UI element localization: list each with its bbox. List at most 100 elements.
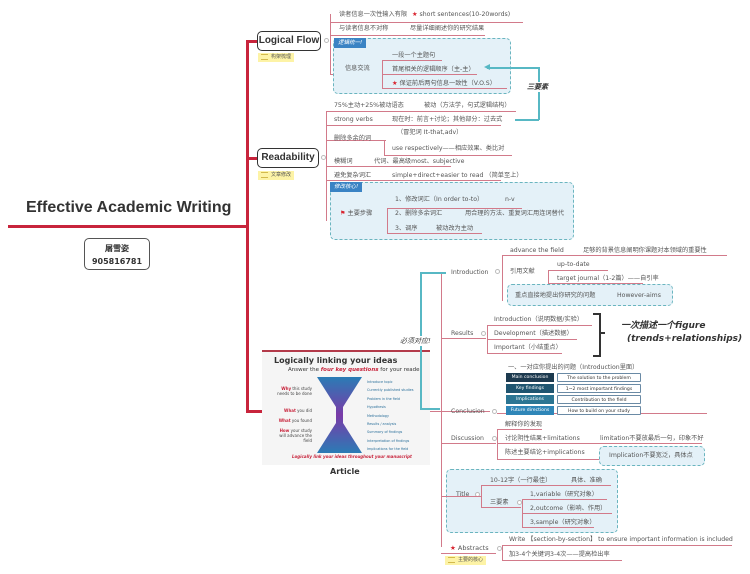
results-item[interactable]: Important（小结重点） [494,344,562,351]
intro-item[interactable]: 重点直接地提出你研究的问题 [515,292,596,299]
image-top-rule [262,350,430,352]
readability-node[interactable]: Readability [257,148,319,168]
readability-item[interactable]: 模糊词 [334,158,353,165]
title-element[interactable]: 2,outcome（影响、作用） [530,505,607,512]
conclusion-row-label[interactable]: Main conclusion [506,373,554,382]
discussion-item[interactable]: 陈述主要结论+implications [505,449,585,456]
results-annotation-1: 一次描述一个figure [621,321,706,331]
abstracts-label: Abstracts [457,544,489,552]
logical-flow-node[interactable]: Logical Flow [257,31,321,51]
readability-child[interactable]: 现在时：前言+讨论；其他部分：过去式 [392,116,503,123]
conclusion-row-value[interactable]: The solution to the problem [557,373,641,382]
collapse-toggle[interactable] [492,436,497,441]
collapse-toggle[interactable] [321,155,326,160]
title-node[interactable]: Title [456,491,470,498]
title-element[interactable]: 1,variable（研究对象） [530,491,598,498]
underline [481,485,611,486]
abstracts-item[interactable]: 加3-4个关键词3-4次——提高检出率 [509,551,610,558]
flow-step: Interpretation of findings [367,438,410,443]
q-em: Why [281,386,292,391]
step-child[interactable]: 被动改为主动 [436,225,474,232]
results-node[interactable]: Results [451,330,474,337]
readability-child[interactable]: use respectively——相应效果、类比对 [392,145,505,152]
readability-child[interactable]: simple+direct+easier to read （简单至上） [392,172,523,179]
note-icon [448,556,455,563]
readability-item[interactable]: 75%主动+25%被动语态 [334,102,404,109]
discussion-child[interactable]: limitation不要放最后一句，印象不好 [600,435,704,442]
step-item[interactable]: 1、修改词汇（In order to-to） [395,196,484,203]
logical-flow-note[interactable]: 构架梳理 [258,53,295,62]
branch-connector [246,157,260,160]
article-image[interactable]: Logically linking your ideas Answer the … [262,350,430,465]
intro-child[interactable]: up-to-date [557,261,590,268]
collapse-toggle[interactable] [492,409,497,414]
main-steps-label[interactable]: ⚑ 主要步骤 [340,209,372,218]
info-exchange-child[interactable]: 一段一个主题句 [392,52,436,59]
conclusion-row-value[interactable]: Contribution to the field [557,395,641,404]
logic-unity-tag: 逻辑统一! [334,38,367,48]
collapse-toggle[interactable] [495,269,500,274]
collapse-toggle[interactable] [324,38,329,43]
collapse-toggle[interactable] [497,546,502,551]
title-element[interactable]: 3,sample（研究对象） [530,519,596,526]
abstracts-note[interactable]: 主要的核心 [445,556,487,565]
discussion-item[interactable]: 解释你的发现 [505,421,543,428]
readability-item[interactable]: 删除多余的词 [334,135,372,142]
intro-child[interactable]: 足够的背景信息阐明你课题对本领域的重要性 [583,247,707,254]
conclusion-heading[interactable]: 一、一对应你提出的问题（Introduction里面） [508,364,639,371]
readability-item[interactable]: 避免复杂词汇 [334,172,372,179]
intro-item[interactable]: 引用文献 [510,268,535,275]
discussion-child[interactable]: Implication不要宽泛，具体点 [609,452,693,459]
conclusion-row-value[interactable]: How to build on your study [557,406,641,415]
underline [487,339,577,340]
info-exchange-child[interactable]: 首尾相关的逻辑顺序（主-主） [392,66,475,73]
abstracts-item[interactable]: Write 【section-by-section】 to ensure imp… [509,536,733,543]
step-item[interactable]: 2、删除多余词汇 [395,210,443,217]
title-child[interactable]: 具体、准确 [571,477,602,484]
readability-child[interactable]: 代词、最高级most、subjective [374,158,465,165]
readability-item[interactable]: strong verbs [334,116,373,123]
title-item[interactable]: 10-12字（一行最佳） [490,477,552,484]
underline [548,270,608,271]
flow-step: Results / analysis [367,422,397,427]
main-spine [246,40,249,412]
conclusion-row-value[interactable]: 1~2 most important findings [557,384,641,393]
intro-child[interactable]: However-aims [617,292,661,299]
readability-note[interactable]: 文章修改 [258,171,295,180]
intro-child[interactable]: target journal（1-2篇）——自引率 [557,275,659,282]
abstracts-node[interactable]: ★ Abstracts [450,544,489,553]
conclusion-row-label[interactable]: Future directions [506,406,554,415]
lf-item-text[interactable]: 与读者信息不对称 [339,25,389,32]
readability-child[interactable]: （冒犯词 It-that,adv） [397,129,463,136]
revision-core-tag: 修改核心! [330,182,363,192]
step-child[interactable]: 用合理的方法、重复词汇用连词替代 [465,210,564,217]
results-item[interactable]: Development（描述数据） [494,330,573,337]
info-exchange-child[interactable]: ★ 保证前后两句信息一致性（V.O.S） [392,79,496,88]
results-item[interactable]: Introduction（说明数据/实验） [494,316,584,323]
main-steps-text: 主要步骤 [347,210,373,217]
introduction-node[interactable]: Introduction [451,269,489,276]
conclusion-node[interactable]: Conclusion [451,408,485,415]
discussion-node[interactable]: Discussion [451,435,484,442]
step-item[interactable]: 3、调序 [395,225,418,232]
intro-item[interactable]: advance the field [510,247,564,254]
root-title[interactable]: Effective Academic Writing [26,199,232,216]
info-exchange-label[interactable]: 信息交流 [345,65,370,72]
conclusion-row-label[interactable]: Key findings [506,384,554,393]
readability-child[interactable]: 被动（方法学，句式逻辑结构） [424,102,511,109]
author-box[interactable]: 屠雪姿 905816781 [84,238,150,270]
article-label[interactable]: Article [330,467,360,476]
underline [330,22,523,23]
question-how: How your study will advance the field [274,428,312,443]
flow-step: Introduce topic [367,380,393,384]
conclusion-row-label[interactable]: Implications [506,395,554,404]
lf-item-child[interactable]: ★ short sentences(10-20words) [412,10,510,19]
title-item[interactable]: 三要素 [490,499,509,506]
lf-item-text[interactable]: 读者信息一次性输入有限 [339,11,408,18]
discussion-item[interactable]: 讨论阴性结果+limitations [505,435,580,442]
lf-item-child[interactable]: 尽量详细阐述你的研究结果 [410,25,485,32]
collapse-toggle[interactable] [481,331,486,336]
step-child[interactable]: n-v [505,196,515,203]
collapse-toggle[interactable] [517,500,522,505]
underline [326,180,501,181]
